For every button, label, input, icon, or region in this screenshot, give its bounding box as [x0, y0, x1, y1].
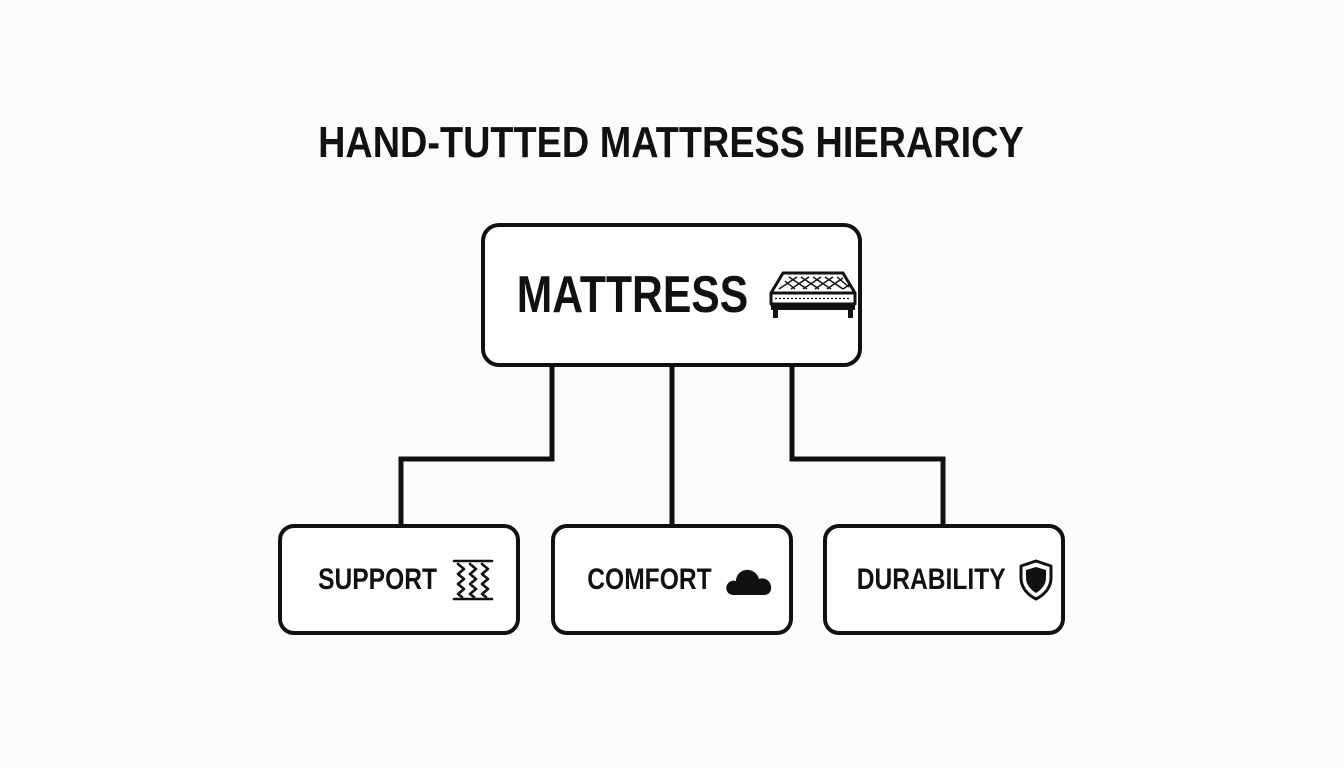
spring-coil-icon: [450, 557, 496, 603]
cloud-icon: [724, 563, 774, 597]
node-durability-label: DURABILITY: [856, 562, 1006, 596]
node-durability: DURABILITY: [823, 524, 1065, 635]
node-comfort: COMFORT: [551, 524, 793, 635]
node-mattress: MATTRESS: [481, 223, 862, 367]
mattress-icon: [767, 269, 859, 321]
node-mattress-label: MATTRESS: [517, 266, 749, 324]
connector-support: [398, 367, 555, 526]
node-comfort-label: COMFORT: [587, 562, 712, 596]
node-support-label: SUPPORT: [318, 562, 438, 596]
shield-icon: [1018, 559, 1054, 601]
diagram-title: HAND-TUTTED MATTRESS HIERARICY: [318, 118, 1024, 167]
node-support: SUPPORT: [278, 524, 520, 635]
connector-durability: [789, 367, 946, 526]
